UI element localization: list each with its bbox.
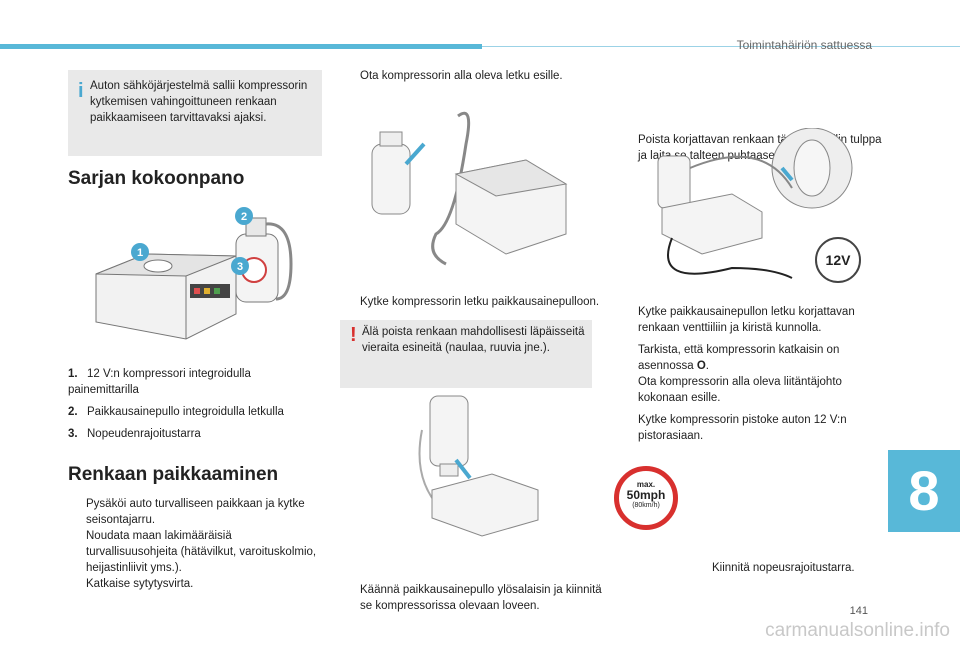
list-item: Katkaise sytytysvirta. — [86, 578, 194, 590]
bottle-upside-down-illustration — [418, 395, 539, 537]
kit-items-list: 1.12 V:n kompressori integroidulla paine… — [68, 366, 324, 442]
arrow-icon — [454, 458, 472, 480]
column3-steps-list: Kytke paikkausainepullon letku korjattav… — [620, 304, 872, 444]
info-note-text: Auton sähköjärjestelmä sallii kompressor… — [90, 80, 308, 124]
list-item: Pysäköi auto turvalliseen paikkaan ja ky… — [86, 498, 305, 526]
list-item: 3.Nopeudenrajoitustarra — [68, 428, 201, 440]
arrow-icon — [404, 142, 426, 166]
list-item: Ota kompressorin alla oleva liitäntäjoht… — [638, 376, 842, 404]
callout-3: 3 — [237, 261, 243, 273]
warning-note-text: Älä poista renkaan mahdollisesti läpäiss… — [362, 326, 585, 354]
header-accent-bar — [0, 44, 482, 49]
list-item: Kytke paikkausainepullon letku korjattav… — [638, 306, 855, 334]
list-item: Kytke kompressorin pistoke auton 12 V:n … — [638, 414, 847, 442]
watermark: carmanualsonline.info — [765, 620, 950, 641]
kit-section-title: Sarjan kokoonpano — [68, 168, 245, 189]
tyre-connection-illustration: 12V — [657, 128, 861, 283]
info-icon: i — [78, 80, 84, 102]
list-item: 2.Paikkausainepullo integroidulla letkul… — [68, 406, 284, 418]
step-hose-out: Ota kompressorin alla oleva letku esille… — [360, 70, 563, 82]
repair-section-title: Renkaan paikkaaminen — [68, 464, 279, 485]
list-item: Noudata maan lakimääräisiä turvallisuuso… — [86, 530, 317, 574]
callout-3-circle — [231, 257, 249, 275]
socket-label: 12V — [826, 252, 852, 268]
info-note: i Auton sähköjärjestelmä sallii kompress… — [68, 70, 322, 156]
hose-connection-illustration — [371, 111, 568, 266]
speed-limit-sticker: max. 50mph (80km/h) — [614, 466, 678, 530]
warning-icon: ! — [350, 324, 357, 346]
list-item: 1.12 V:n kompressori integroidulla paine… — [68, 368, 251, 396]
header-rule — [482, 46, 960, 47]
callout-2: 2 — [241, 211, 247, 223]
page-number: 141 — [849, 605, 868, 617]
list-item: Tarkista, että kompressorin katkaisin on… — [638, 344, 840, 372]
callout-1: 1 — [137, 247, 143, 259]
step-turn-bottle: Käännä paikkausainepullo ylösalaisin ja … — [360, 584, 602, 612]
callout-1-circle — [131, 243, 149, 261]
callout-2-circle — [235, 207, 253, 225]
12v-socket-icon — [815, 237, 861, 283]
repair-steps-list: Pysäköi auto turvalliseen paikkaan ja ky… — [68, 496, 324, 592]
step-sticker: Kiinnitä nopeusrajoitustarra. — [712, 562, 855, 574]
step-connect-hose: Kytke kompressorin letku paikkausainepul… — [360, 296, 600, 308]
kit-illustration: 1 2 3 — [95, 207, 293, 340]
arrow-icon — [780, 166, 794, 182]
chapter-tab: 8 — [888, 450, 960, 532]
warning-note: ! Älä poista renkaan mahdollisesti läpäi… — [340, 320, 592, 388]
page-header-title: Toimintahäiriön sattuessa — [736, 38, 872, 52]
